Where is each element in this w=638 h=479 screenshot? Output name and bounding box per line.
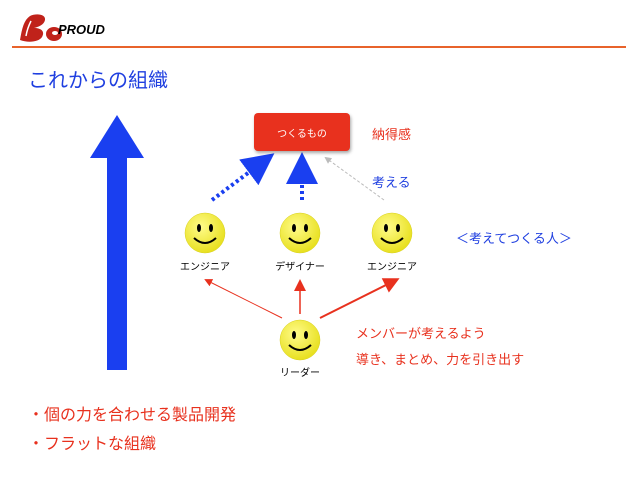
satisfaction-label: 納得感 [372,128,412,143]
arrow-leader-to-left-engineer [204,279,283,319]
be-logo-icon [20,14,62,42]
bullet-item: ・フラットな組織 [28,434,157,453]
page-title: これからの組織 [28,68,168,92]
role-label-right-engineer: エンジニア [367,262,417,273]
arrow-right-engineer-to-product [324,156,385,201]
arrow-left-engineer-to-product [210,153,275,202]
think-label: 考える [372,176,411,191]
leader-note-line1: メンバーが考えるよう [356,327,486,342]
smiley-face-icon [371,212,413,254]
product-box: つくるもの [254,113,350,151]
concept-label: ＜考えてつくる人＞ [456,232,572,247]
role-label-designer: デザイナー [275,262,325,273]
smiley-face-icon [279,319,321,361]
role-label-left-engineer: エンジニア [180,262,230,273]
leader-note-line2: 導き、まとめ、力を引き出す [356,353,525,368]
header-divider [12,46,626,48]
arrow-leader-to-right-engineer [319,278,400,319]
bullet-item: ・個の力を合わせる製品開発 [28,405,237,424]
smiley-face-icon [184,212,226,254]
role-label-leader: リーダー [280,368,320,379]
logo-text: PROUD [58,22,105,37]
up-arrow-icon [90,115,144,370]
smiley-face-icon [279,212,321,254]
